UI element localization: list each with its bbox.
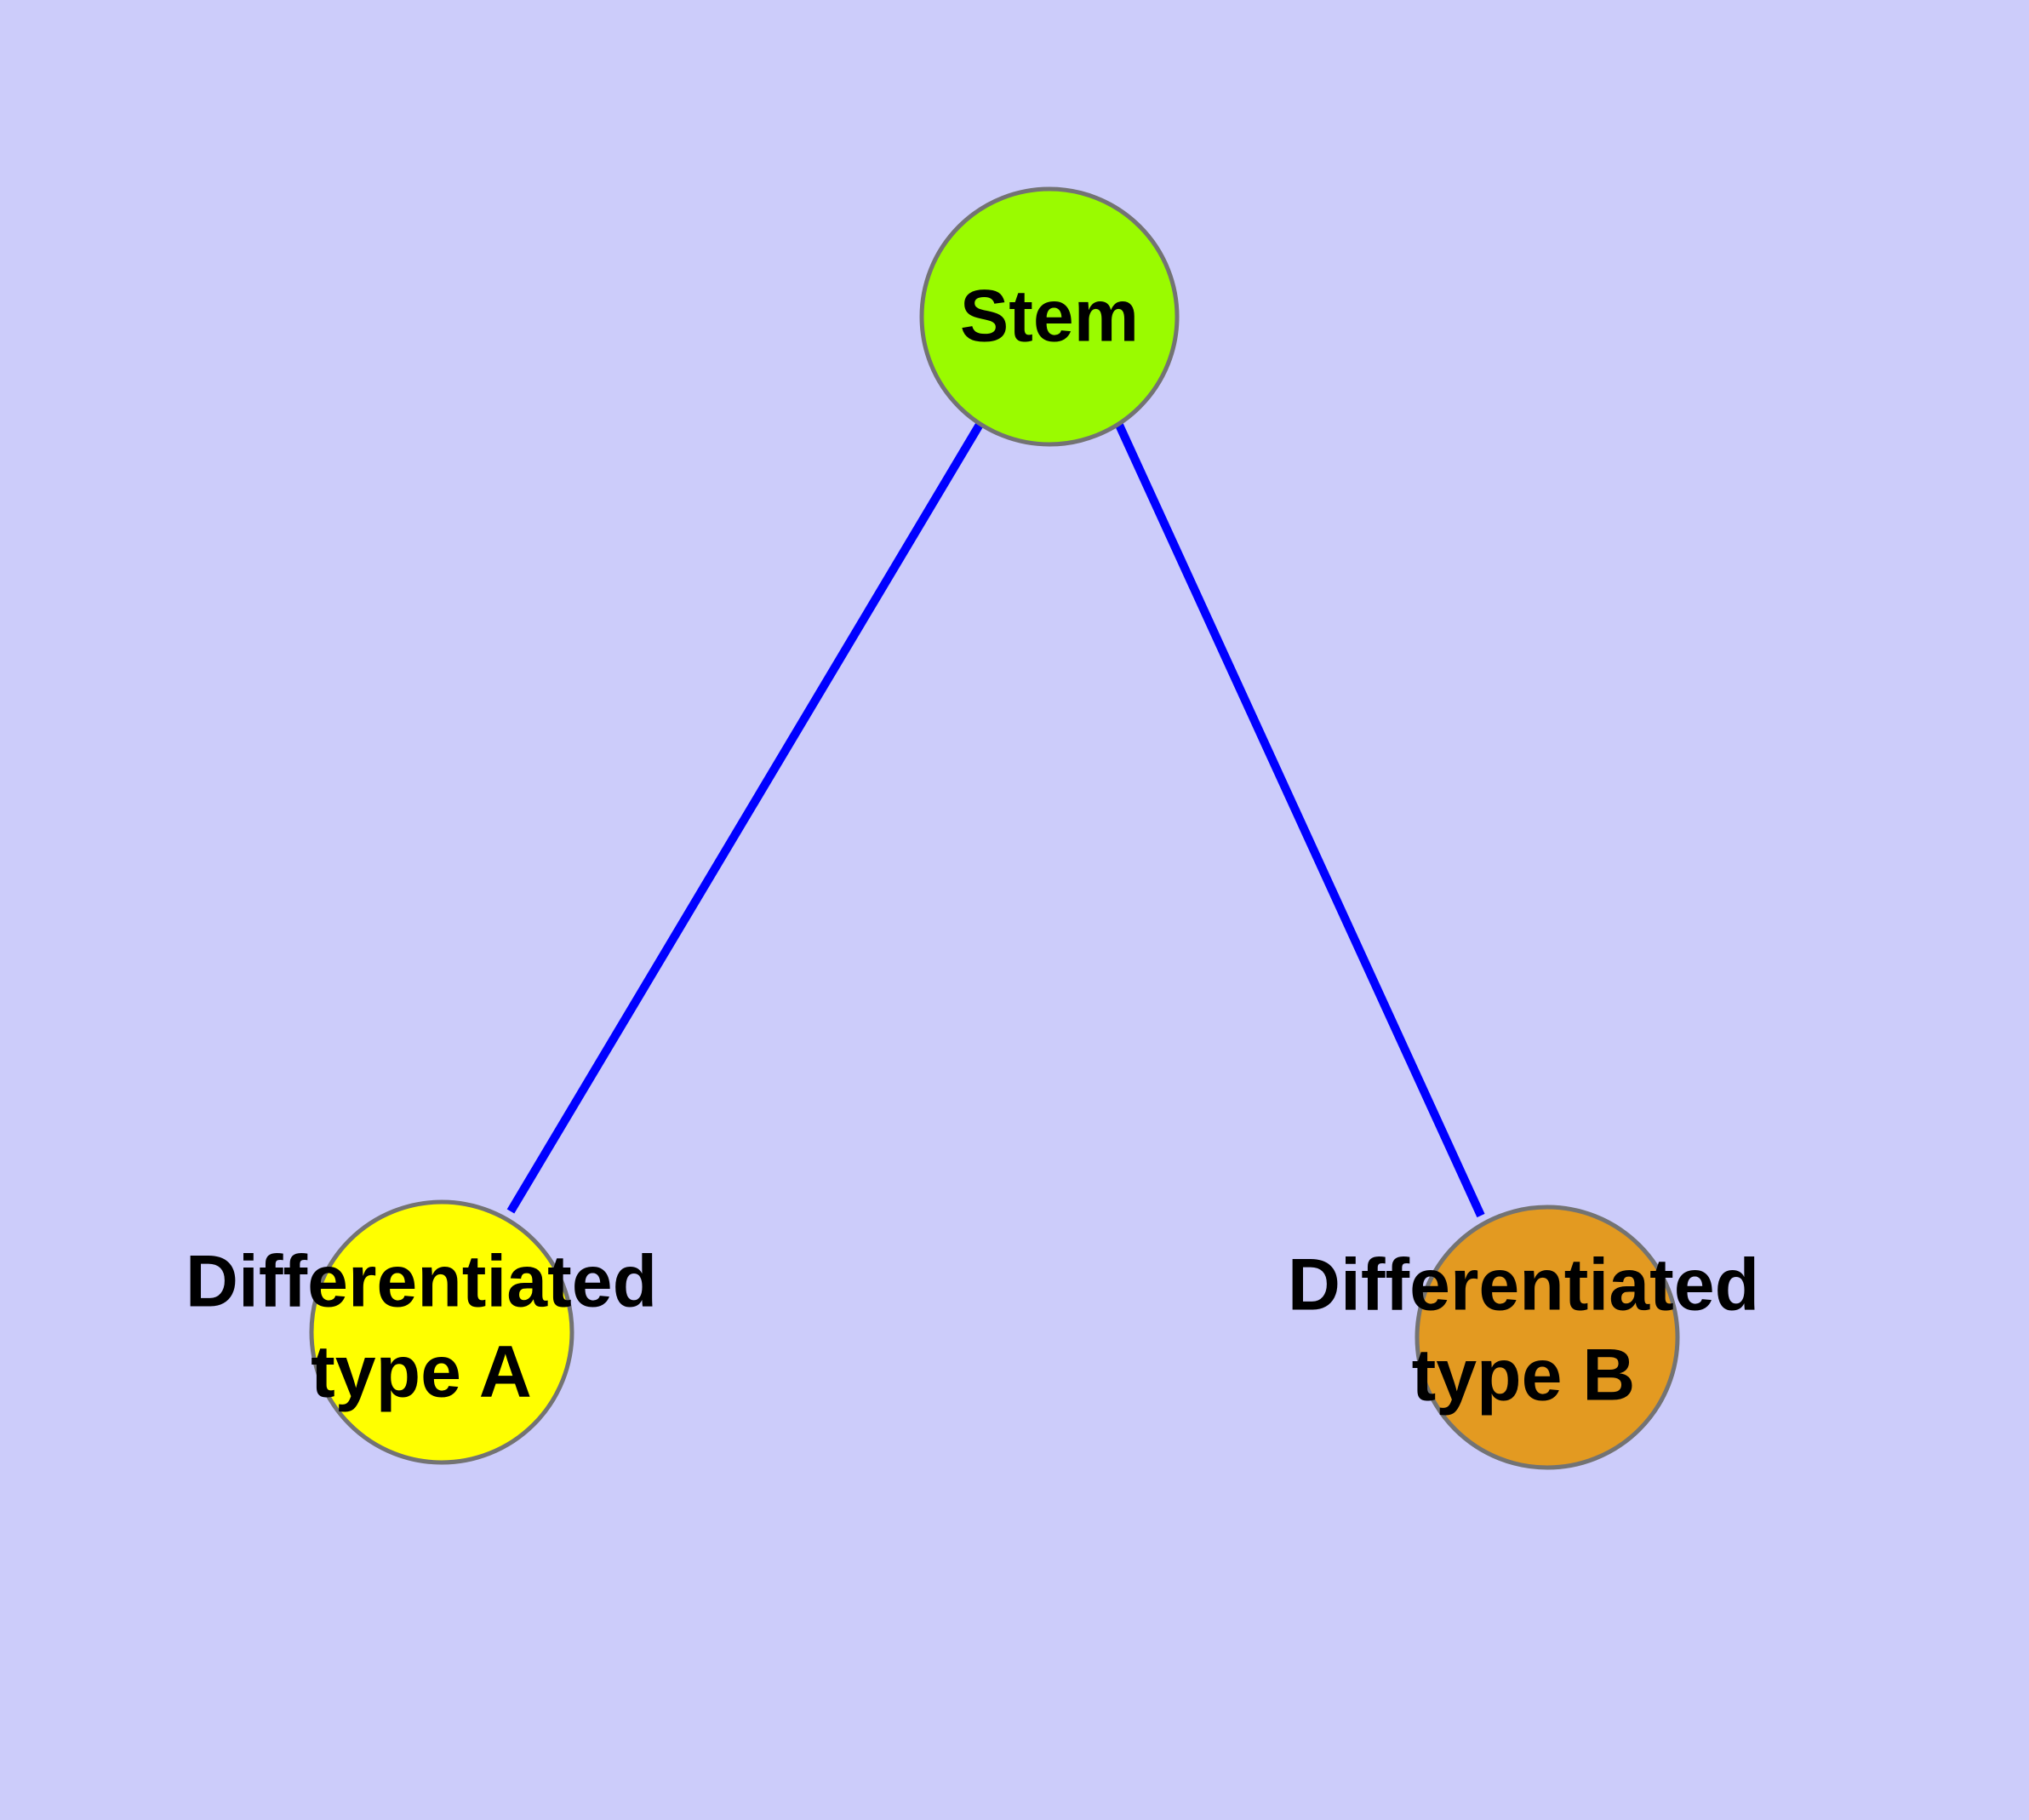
edges-layer	[506, 421, 1485, 1218]
node-differentiated-type-a-circle[interactable]	[309, 1199, 574, 1465]
node-differentiated-type-a[interactable]: Differentiated type A	[186, 1199, 657, 1465]
node-stem-circle[interactable]	[919, 186, 1180, 447]
node-differentiated-type-b-circle[interactable]	[1415, 1205, 1680, 1470]
node-differentiated-type-a-label-line2: type A	[311, 1331, 532, 1413]
edge-stem-to-differentiated-type-b[interactable]	[1114, 421, 1485, 1218]
edge-stem-to-differentiated-type-a[interactable]	[506, 421, 985, 1214]
node-stem-label: Stem	[960, 276, 1139, 358]
node-differentiated-type-b[interactable]: Differentiated type B	[1288, 1205, 1759, 1470]
nodes-layer: Stem Differentiated type A Differentiate…	[186, 186, 1759, 1470]
node-differentiated-type-b-label-line1: Differentiated	[1288, 1245, 1759, 1326]
node-differentiated-type-b-label-line2: type B	[1412, 1335, 1636, 1417]
node-differentiated-type-a-label-line1: Differentiated	[186, 1241, 657, 1323]
node-stem[interactable]: Stem	[919, 186, 1180, 447]
